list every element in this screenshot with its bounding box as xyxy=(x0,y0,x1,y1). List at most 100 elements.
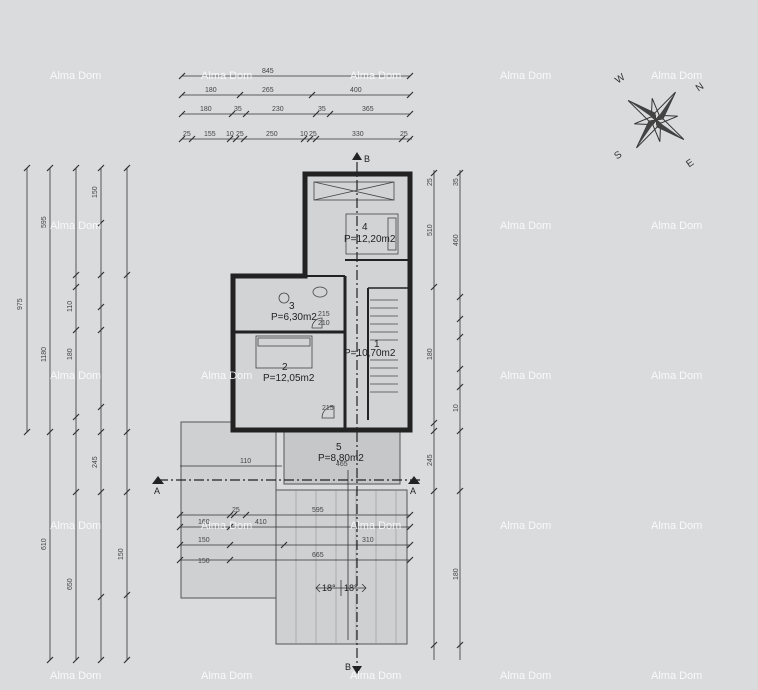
watermark-r2c5: Alma Dom xyxy=(651,220,702,232)
dim-left-0: 975 xyxy=(17,298,24,310)
watermark-r2c4: Alma Dom xyxy=(500,220,551,232)
section-a-left: A xyxy=(154,486,160,496)
dim-top-r4-h: 330 xyxy=(352,131,364,138)
dim-small-8: 150 xyxy=(198,537,210,544)
furniture xyxy=(255,181,399,419)
dim-top-r4-i: 25 xyxy=(400,131,408,138)
dim-small-7: 410 xyxy=(255,519,267,526)
dim-left-3: 610 xyxy=(41,538,48,550)
dim-left-1: 595 xyxy=(41,216,48,228)
dim-top-r4-c: 10 xyxy=(226,131,234,138)
watermark-r3c4: Alma Dom xyxy=(500,370,551,382)
watermark-r1c3: Alma Dom xyxy=(350,70,401,82)
roof-slope-indicator: 18° 18° xyxy=(315,580,367,596)
watermarks: Alma Dom Alma Dom Alma Dom Alma Dom Alma… xyxy=(50,70,702,682)
section-b-bottom: B xyxy=(345,662,351,672)
dim-small-12: 160 xyxy=(198,519,210,526)
room-2-number: 2 xyxy=(282,362,288,373)
dim-small-1: 210 xyxy=(318,320,330,327)
dim-top-r2-c: 400 xyxy=(350,87,362,94)
dim-top-r3-a: 180 xyxy=(200,106,212,113)
slope-left-label: 18° xyxy=(322,583,336,593)
dim-right-0: 510 xyxy=(427,224,434,236)
top-dimension-lines xyxy=(178,72,414,143)
dim-right-7: 35 xyxy=(453,178,460,186)
dim-top-r3-e: 365 xyxy=(362,106,374,113)
terrace-dimension-lines xyxy=(176,465,414,640)
watermark-r5c1: Alma Dom xyxy=(50,670,101,682)
watermark-r5c3: Alma Dom xyxy=(350,670,401,682)
watermark-r5c5: Alma Dom xyxy=(651,670,702,682)
dim-top-r2-b: 265 xyxy=(262,87,274,94)
room-4-area: P=12,20m2 xyxy=(344,234,396,245)
dim-small-10: 665 xyxy=(312,552,324,559)
slope-right-label: 18° xyxy=(344,583,358,593)
watermark-r3c2: Alma Dom xyxy=(201,370,252,382)
dim-small-5: 595 xyxy=(312,507,324,514)
dim-small-4: 465 xyxy=(336,461,348,468)
dim-top-r4-f: 10 xyxy=(300,131,308,138)
section-a-right: A xyxy=(410,486,416,496)
watermark-r3c1: Alma Dom xyxy=(50,370,101,382)
dim-top-r4-a: 25 xyxy=(183,131,191,138)
dim-left-7: 150 xyxy=(92,186,99,198)
dim-right-5: 10 xyxy=(453,404,460,412)
room-4-number: 4 xyxy=(362,222,368,233)
room-3-area: P=6,30m2 xyxy=(271,312,317,323)
watermark-r5c4: Alma Dom xyxy=(500,670,551,682)
dim-left-8: 245 xyxy=(92,456,99,468)
building-walls xyxy=(230,171,413,433)
dim-top-r3-b: 35 xyxy=(234,106,242,113)
room-2-area: P=12,05m2 xyxy=(263,373,315,384)
watermark-r4c1: Alma Dom xyxy=(50,520,101,532)
room-1-number: 1 xyxy=(374,339,380,350)
dim-right-1: 460 xyxy=(453,234,460,246)
dim-small-2: 215 xyxy=(322,405,334,412)
watermark-r4c5: Alma Dom xyxy=(651,520,702,532)
dim-left-9: 150 xyxy=(118,548,125,560)
dim-right-6: 25 xyxy=(427,178,434,186)
room-5-number: 5 xyxy=(336,442,342,453)
section-lines xyxy=(158,162,420,666)
terrace-dimension-texts: 110 465 595 25 410 150 310 665 150 160 xyxy=(198,458,374,565)
room-5-area: P=8,80m2 xyxy=(318,453,364,464)
watermark-r4c2: Alma Dom xyxy=(201,520,252,532)
dim-left-5: 180 xyxy=(67,348,74,360)
room-labels: 4 P=12,20m2 3 P=6,30m2 1 P=10,70m2 2 P=1… xyxy=(263,222,396,464)
watermark-r4c4: Alma Dom xyxy=(500,520,551,532)
interior-dimension-texts: 215 210 215 xyxy=(318,311,334,412)
room-3-number: 3 xyxy=(289,301,295,312)
right-dimension-texts: 510 460 180 245 180 10 25 35 xyxy=(427,178,460,580)
dim-small-11: 150 xyxy=(198,558,210,565)
staircase xyxy=(370,299,398,393)
dim-top-r2-a: 180 xyxy=(205,87,217,94)
watermark-r5c2: Alma Dom xyxy=(201,670,252,682)
room-1-area: P=10,70m2 xyxy=(344,348,396,359)
watermark-r1c5: Alma Dom xyxy=(651,70,702,82)
dim-right-4: 180 xyxy=(453,568,460,580)
dim-left-2: 1180 xyxy=(41,347,48,362)
dim-top-r4-b: 155 xyxy=(204,131,216,138)
dim-small-3: 110 xyxy=(240,458,251,465)
dim-top-r4-e: 250 xyxy=(266,131,278,138)
watermark-r1c1: Alma Dom xyxy=(50,70,101,82)
dim-small-6: 25 xyxy=(232,507,240,514)
top-dimension-texts: 845 180 265 400 180 35 230 35 365 25 155… xyxy=(183,68,408,138)
watermark-r2c1: Alma Dom xyxy=(50,220,101,232)
dim-top-r3-d: 35 xyxy=(318,106,326,113)
dim-small-0: 215 xyxy=(318,311,330,318)
dim-top-r4-g: 25 xyxy=(309,131,317,138)
left-dimension-texts: 975 595 1180 610 650 180 110 150 245 150 xyxy=(17,186,125,590)
dim-right-2: 180 xyxy=(427,348,434,360)
dim-top-r4-d: 25 xyxy=(236,131,244,138)
watermark-r3c5: Alma Dom xyxy=(651,370,702,382)
watermark-r1c4: Alma Dom xyxy=(500,70,551,82)
watermark-r1c2: Alma Dom xyxy=(201,70,252,82)
right-dimension-lines xyxy=(430,169,464,660)
left-dimension-lines xyxy=(23,164,131,664)
dim-small-9: 310 xyxy=(362,537,374,544)
watermark-r4c3: Alma Dom xyxy=(350,520,401,532)
dim-top-r3-c: 230 xyxy=(272,106,284,113)
section-b-top: B xyxy=(364,154,370,164)
